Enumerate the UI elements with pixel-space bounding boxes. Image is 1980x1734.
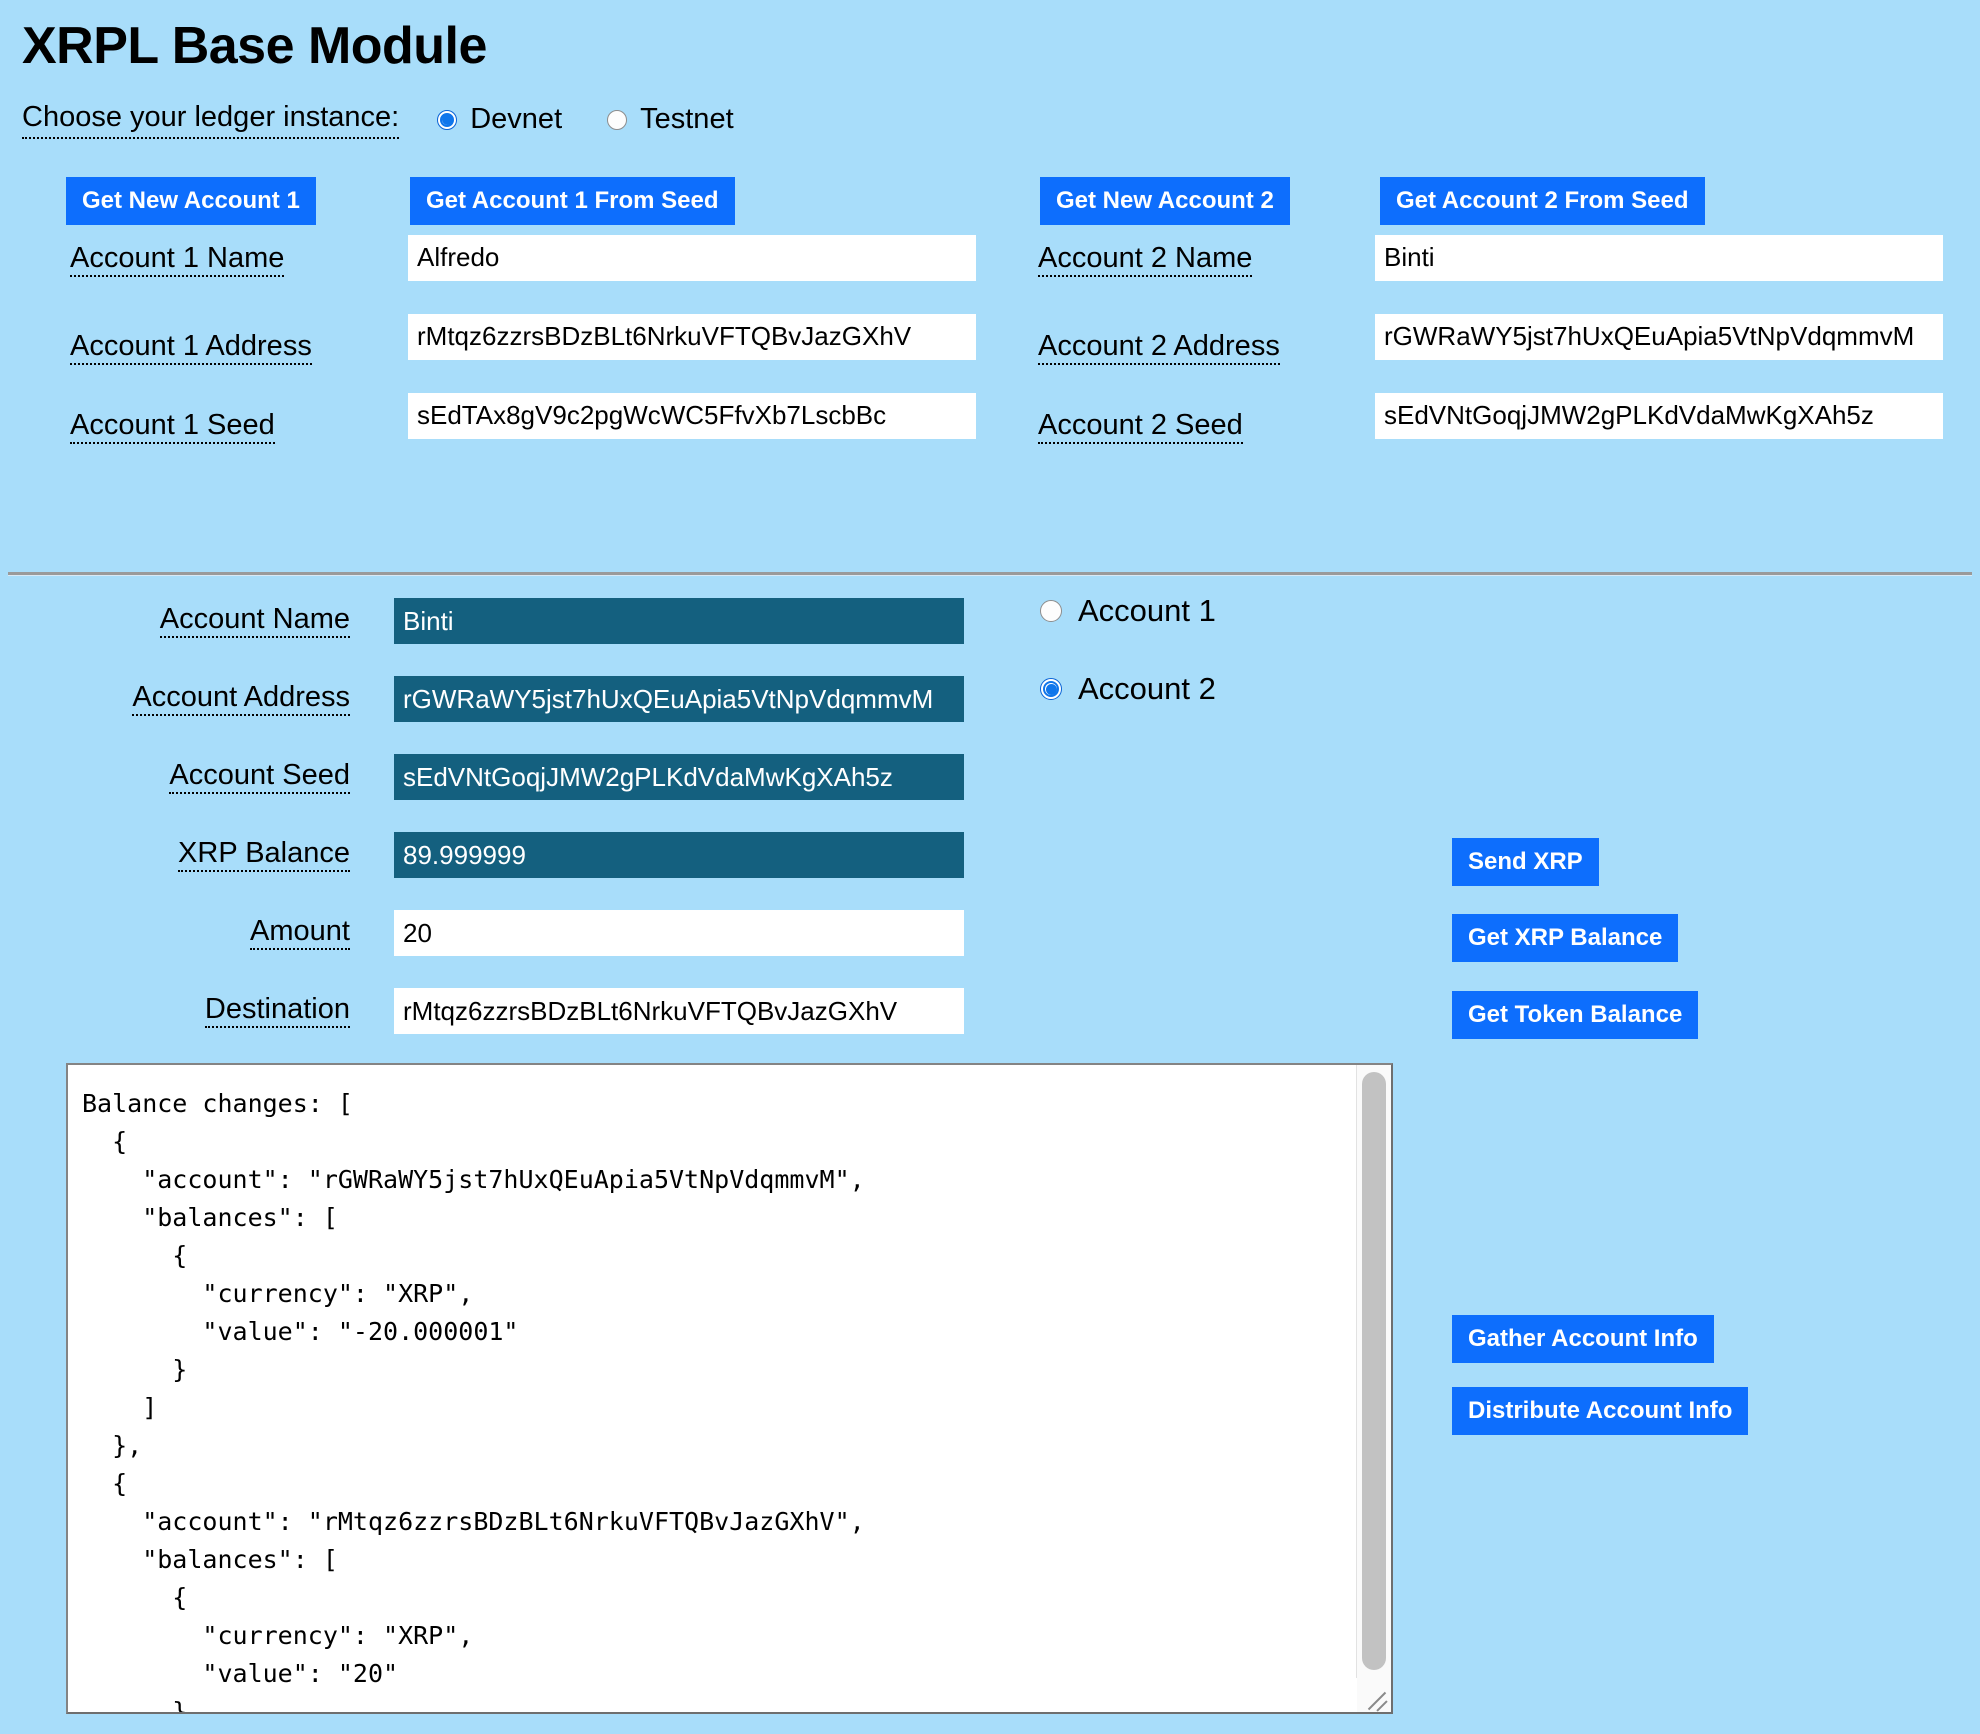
- send-xrp-button[interactable]: Send XRP: [1452, 838, 1599, 887]
- amount-row: Amount: [40, 910, 964, 956]
- radio-account-2-label: Account 2: [1078, 671, 1216, 706]
- account-2-address-label: Account 2 Address: [1038, 330, 1280, 366]
- radio-option-account-2[interactable]: Account 2: [1040, 671, 1216, 707]
- accounts-section: Get New Account 1 Get Account 1 From See…: [0, 167, 1980, 445]
- get-account-1-from-seed-button[interactable]: Get Account 1 From Seed: [410, 176, 735, 225]
- account-2-address-input[interactable]: [1375, 313, 1943, 360]
- active-account-address-input[interactable]: [394, 676, 964, 722]
- page-title: XRPL Base Module: [22, 17, 487, 75]
- radio-account-1-icon[interactable]: [1040, 600, 1062, 622]
- active-account-seed-input[interactable]: [394, 754, 964, 800]
- account-1-address-input[interactable]: [408, 313, 976, 360]
- radio-option-devnet[interactable]: Devnet: [437, 103, 562, 136]
- account-1-seed-label: Account 1 Seed: [70, 409, 275, 445]
- account-2-seed-label: Account 2 Seed: [1038, 409, 1243, 445]
- results-textarea-wrapper: Balance changes: [ { "account": "rGWRaWY…: [66, 1063, 1393, 1714]
- radio-option-account-1[interactable]: Account 1: [1040, 593, 1216, 629]
- get-new-account-2-button[interactable]: Get New Account 2: [1040, 176, 1290, 225]
- destination-label: Destination: [40, 993, 350, 1029]
- active-account-address-label: Account Address: [40, 681, 350, 717]
- radio-devnet-icon[interactable]: [437, 109, 458, 130]
- active-account-address-row: Account Address: [40, 676, 964, 722]
- active-account-seed-label: Account Seed: [40, 759, 350, 795]
- amount-label: Amount: [40, 915, 350, 951]
- results-textarea[interactable]: Balance changes: [ { "account": "rGWRaWY…: [66, 1063, 1393, 1714]
- results-scrollbar-thumb[interactable]: [1362, 1072, 1386, 1670]
- xrp-balance-label: XRP Balance: [40, 837, 350, 873]
- active-account-seed-row: Account Seed: [40, 754, 964, 800]
- account-1-address-label: Account 1 Address: [70, 330, 312, 366]
- radio-account-2-icon[interactable]: [1040, 678, 1062, 700]
- ledger-radio-group: Devnet Testnet: [437, 103, 778, 136]
- xrp-balance-input[interactable]: [394, 832, 964, 878]
- get-xrp-balance-button[interactable]: Get XRP Balance: [1452, 914, 1679, 963]
- get-token-balance-button[interactable]: Get Token Balance: [1452, 991, 1699, 1040]
- distribute-account-info-button[interactable]: Distribute Account Info: [1452, 1387, 1749, 1436]
- ledger-instance-label: Choose your ledger instance:: [22, 101, 400, 139]
- active-account-section: Account Name Account Address Account See…: [0, 593, 1980, 1034]
- amount-input[interactable]: [394, 910, 964, 956]
- resize-grip-icon[interactable]: [1357, 1678, 1391, 1712]
- radio-devnet-label: Devnet: [470, 103, 563, 136]
- results-scrollbar-track[interactable]: [1356, 1065, 1391, 1678]
- ledger-chooser-row: Choose your ledger instance: Devnet Test…: [22, 101, 1980, 139]
- account-1-name-label: Account 1 Name: [70, 242, 285, 278]
- section-divider: [8, 572, 1972, 576]
- get-account-2-from-seed-button[interactable]: Get Account 2 From Seed: [1380, 176, 1705, 225]
- radio-testnet-label: Testnet: [640, 103, 734, 136]
- account-2-seed-input[interactable]: [1375, 392, 1943, 439]
- get-new-account-1-button[interactable]: Get New Account 1: [66, 176, 316, 225]
- radio-option-testnet[interactable]: Testnet: [607, 103, 734, 136]
- account-2-name-label: Account 2 Name: [1038, 242, 1253, 278]
- gather-account-info-button[interactable]: Gather Account Info: [1452, 1315, 1714, 1364]
- account-1-seed-input[interactable]: [408, 392, 976, 439]
- destination-input[interactable]: [394, 988, 964, 1034]
- xrp-balance-row: XRP Balance: [40, 832, 964, 878]
- active-account-name-label: Account Name: [40, 603, 350, 639]
- destination-row: Destination: [40, 988, 964, 1034]
- account-2-name-input[interactable]: [1375, 234, 1943, 281]
- radio-account-1-label: Account 1: [1078, 593, 1216, 628]
- radio-testnet-icon[interactable]: [607, 109, 628, 130]
- active-account-name-row: Account Name: [40, 598, 964, 644]
- active-account-name-input[interactable]: [394, 598, 964, 644]
- account-1-name-input[interactable]: [408, 234, 976, 281]
